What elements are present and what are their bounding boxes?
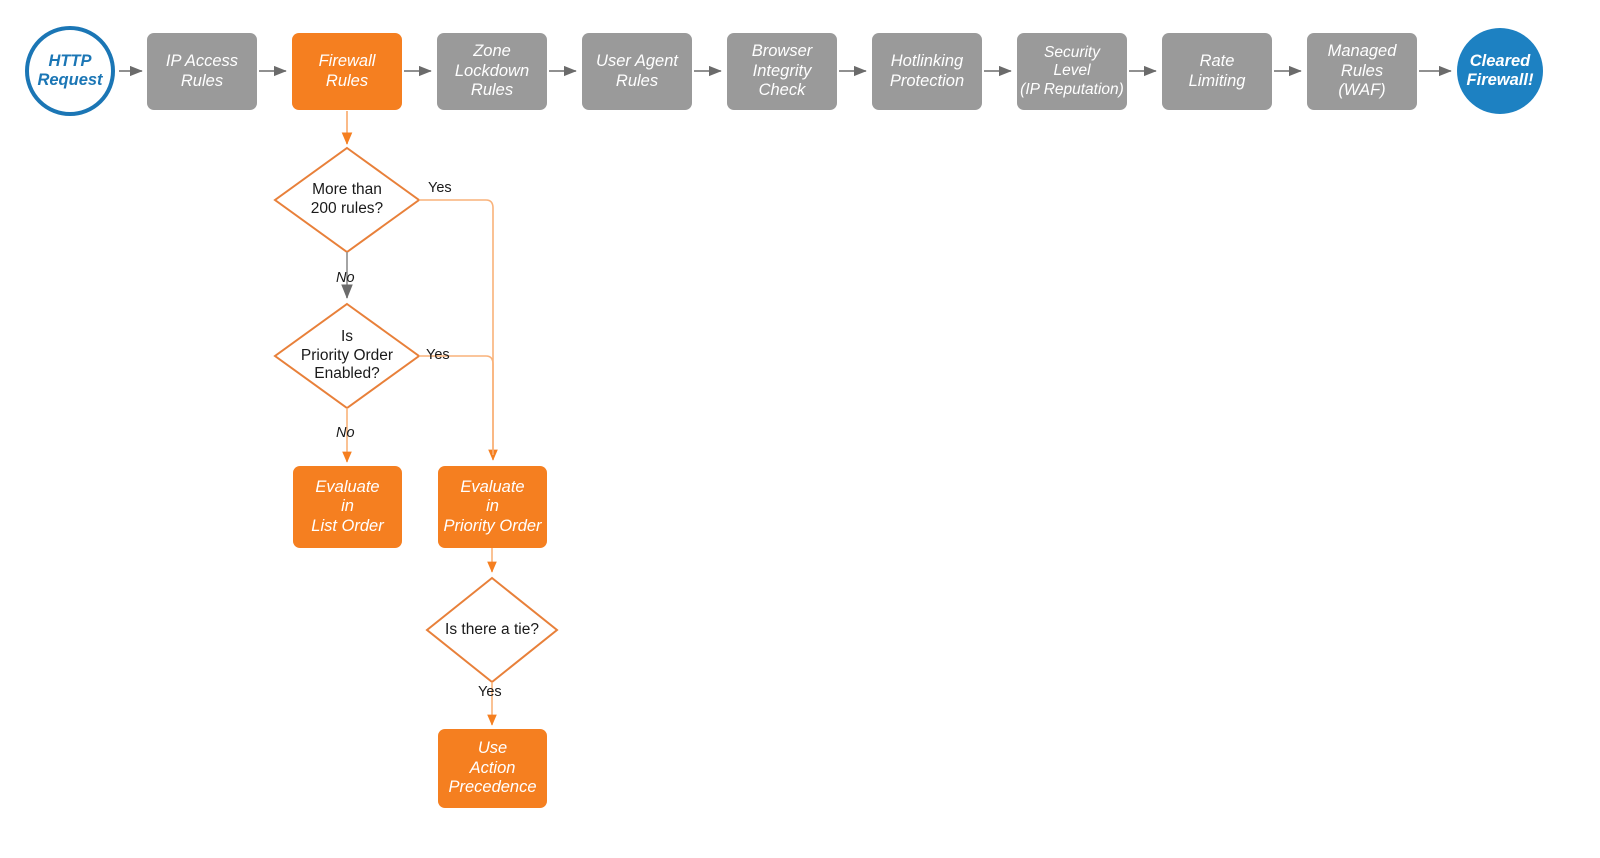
node-zone-lockdown-rules-label: Zone Lockdown Rules [454,42,530,100]
node-rate-limiting[interactable]: Rate Limiting [1162,33,1272,110]
node-http-request-label: HTTP Request [37,51,103,89]
node-evaluate-in-list-order-label: Evaluate in List Order [311,477,384,535]
node-user-agent-rules-label: User Agent Rules [596,52,678,90]
node-evaluate-in-priority-order[interactable]: Evaluate in Priority Order [438,466,547,548]
decision-more-than-200-rules-label: More than 200 rules? [310,181,384,217]
node-managed-rules-waf-label: Managed Rules (WAF) [1327,42,1397,100]
node-evaluate-in-priority-order-label: Evaluate in Priority Order [443,477,542,535]
node-rate-limiting-label: Rate Limiting [1188,52,1246,90]
node-hotlinking-protection[interactable]: Hotlinking Protection [872,33,982,110]
edge-label-more-than-200-yes: Yes [428,180,452,196]
edge-more-than-200-yes [419,199,498,461]
node-security-level-label: Security Level (IP Reputation) [1020,44,1124,98]
edge-priority-order-yes [419,355,494,455]
diamond-is-there-a-tie [425,576,559,684]
edge-label-priority-order-no: No [336,425,355,441]
node-ip-access-rules[interactable]: IP Access Rules [147,33,257,110]
edge-label-priority-order-yes: Yes [426,347,450,363]
decision-is-priority-order-enabled-label: Is Priority Order Enabled? [300,328,394,383]
node-user-agent-rules[interactable]: User Agent Rules [582,33,692,110]
diamond-is-priority-order-enabled [273,302,421,410]
diamond-more-than-200-rules [273,146,421,254]
node-firewall-rules[interactable]: Firewall Rules [292,33,402,110]
node-cleared-firewall-label: Cleared Firewall! [1466,51,1534,89]
decision-is-there-a-tie-label: Is there a tie? [445,620,539,638]
node-hotlinking-protection-label: Hotlinking Protection [889,52,965,90]
node-use-action-precedence[interactable]: Use Action Precedence [438,729,547,808]
node-zone-lockdown-rules[interactable]: Zone Lockdown Rules [437,33,547,110]
node-cleared-firewall[interactable]: Cleared Firewall! [1457,28,1543,114]
node-security-level[interactable]: Security Level (IP Reputation) [1017,33,1127,110]
edge-label-tie-yes: Yes [478,684,502,700]
node-evaluate-in-list-order[interactable]: Evaluate in List Order [293,466,402,548]
node-use-action-precedence-label: Use Action Precedence [448,739,537,797]
node-firewall-rules-label: Firewall Rules [318,52,376,90]
node-http-request[interactable]: HTTP Request [25,26,115,116]
node-browser-integrity-check[interactable]: Browser Integrity Check [727,33,837,110]
node-browser-integrity-check-label: Browser Integrity Check [751,42,813,100]
edge-label-more-than-200-no: No [336,270,355,286]
node-ip-access-rules-label: IP Access Rules [165,52,239,90]
node-managed-rules-waf[interactable]: Managed Rules (WAF) [1307,33,1417,110]
